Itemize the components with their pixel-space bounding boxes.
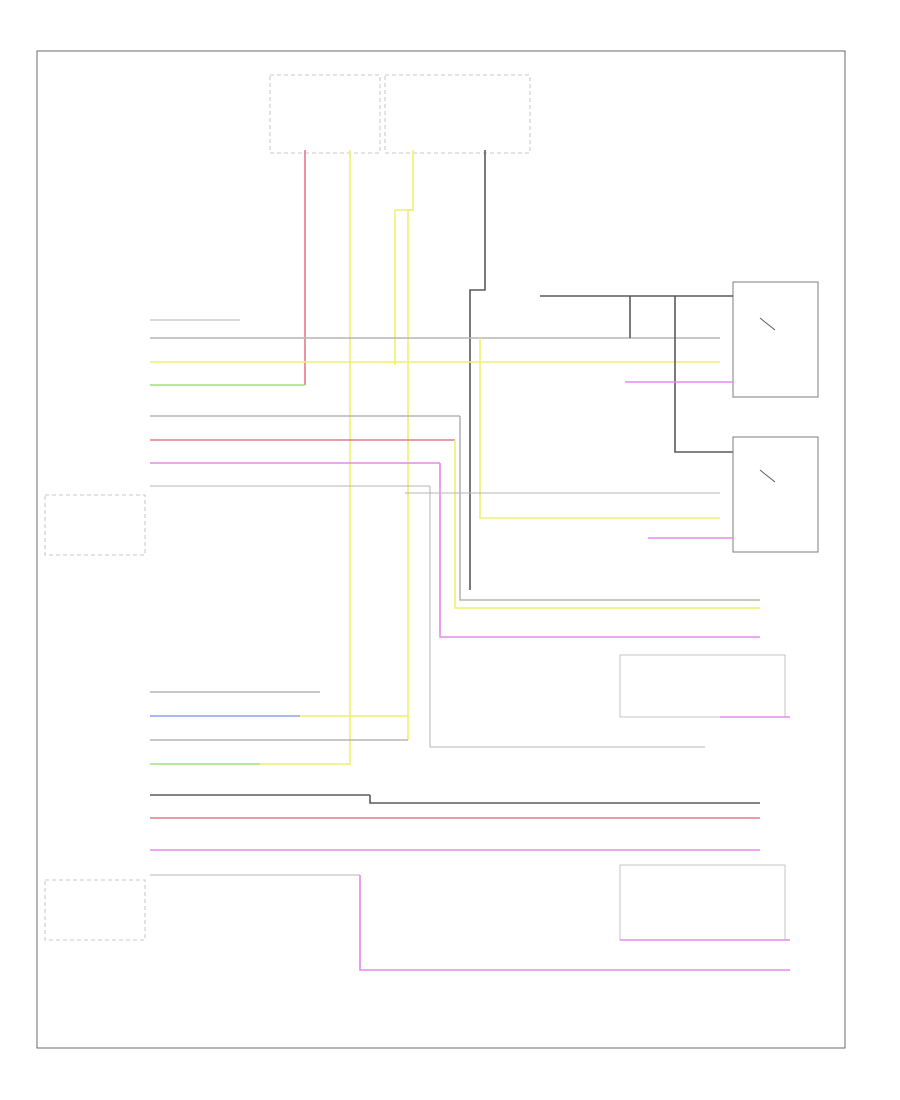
upper-routing: [405, 338, 760, 748]
right-sensor-upper: [619, 654, 790, 718]
upper-connector-rows: [150, 319, 720, 487]
top-module-left: [269, 74, 381, 154]
lower-left-box: [44, 879, 146, 941]
top-module-right: [384, 74, 531, 154]
right-switch-upper: [540, 281, 819, 453]
feed-wires: [304, 150, 486, 765]
diagram-frame: [36, 50, 846, 1049]
lower-connector-rows: [150, 691, 790, 971]
upper-left-box: [44, 494, 146, 556]
right-switch-lower: [648, 436, 819, 553]
right-sensor-lower: [619, 864, 790, 941]
